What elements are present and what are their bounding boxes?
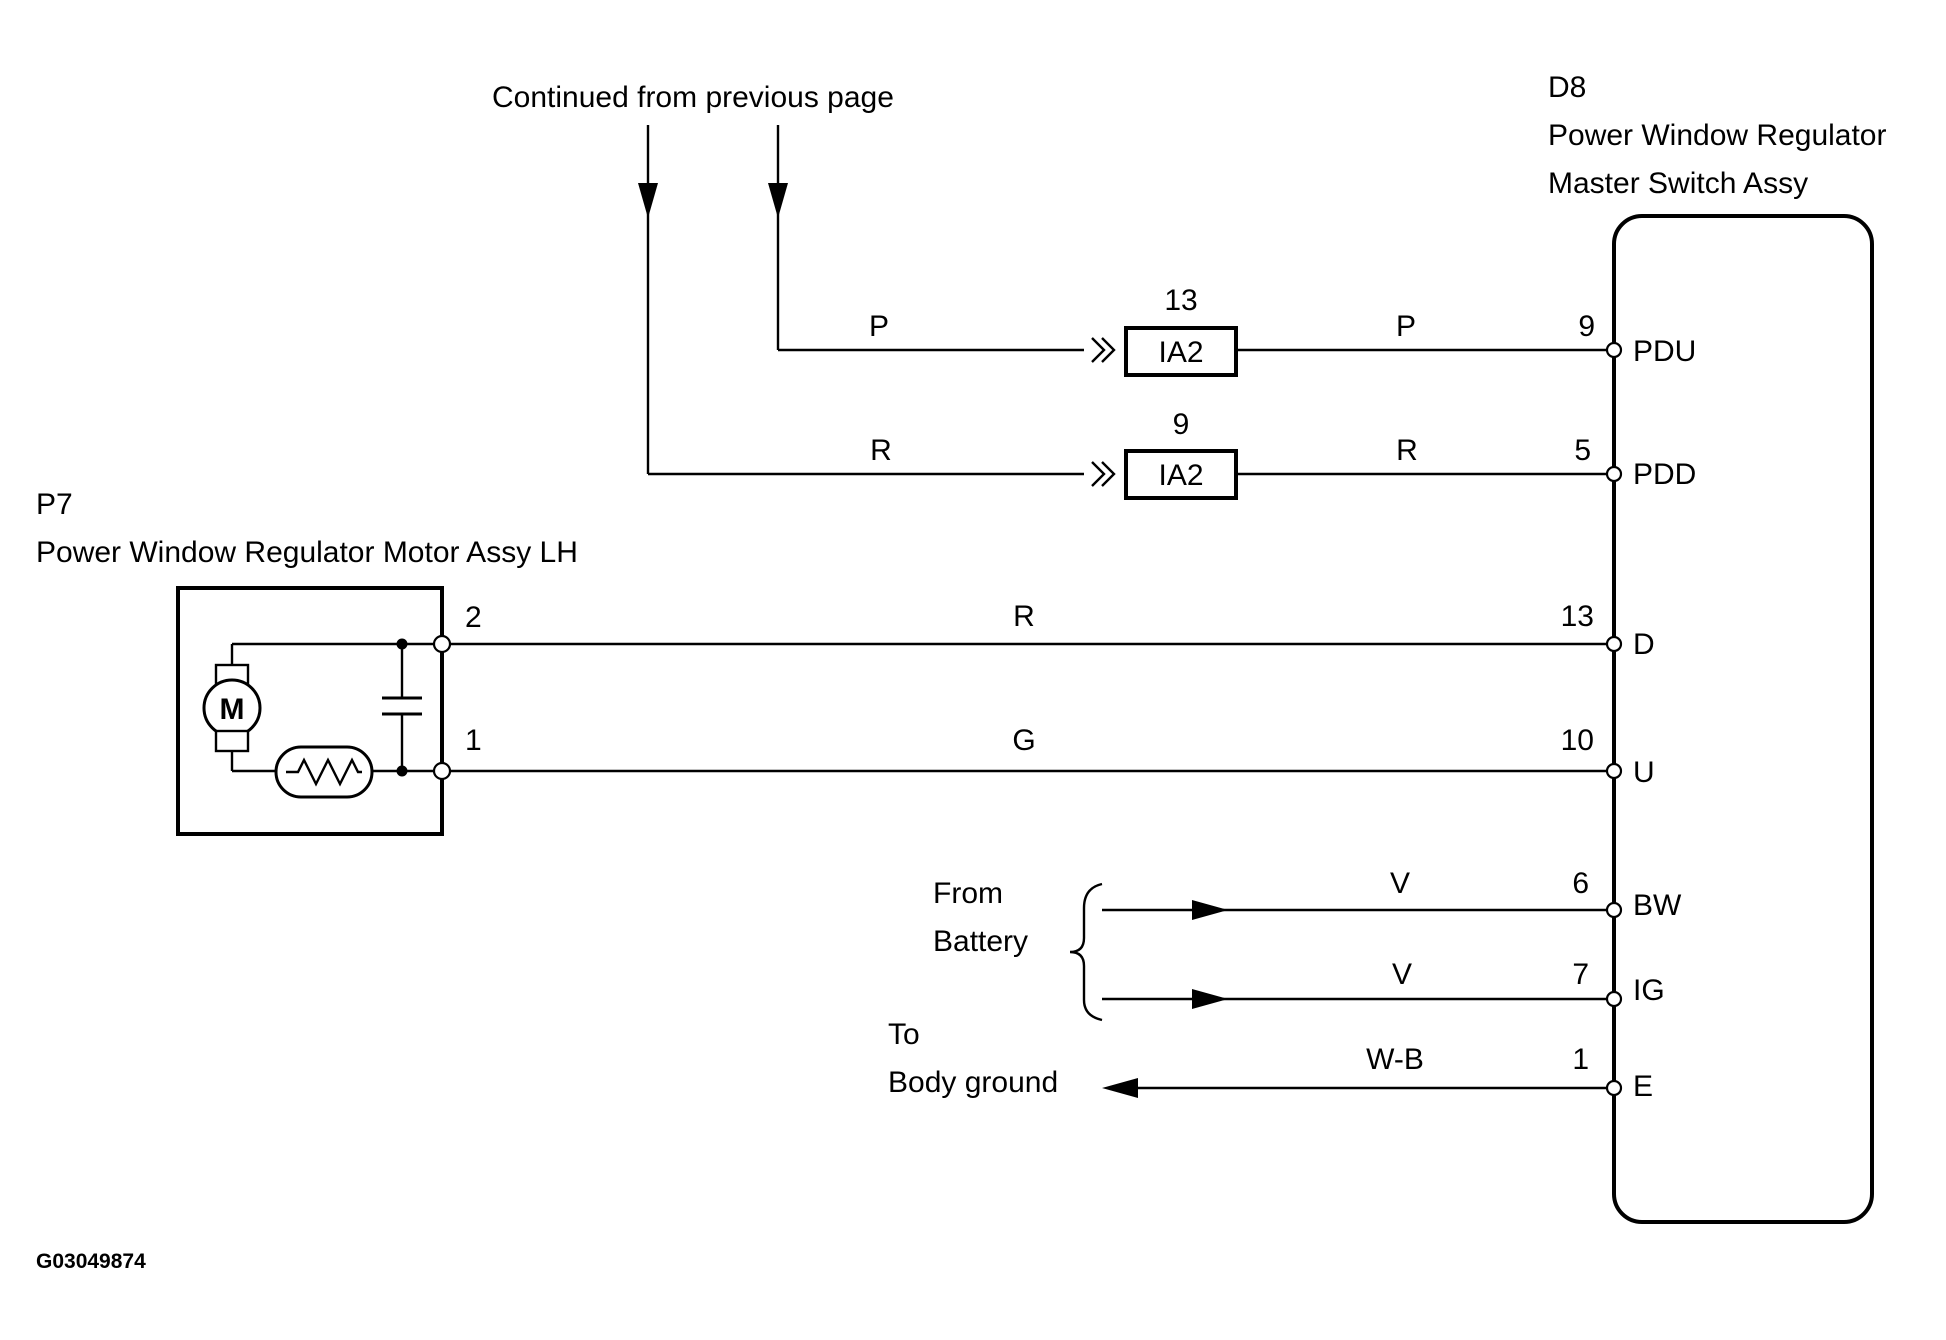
d-terminal-name: D [1633, 628, 1655, 661]
connector-chevron-icon [1091, 461, 1106, 487]
brace-icon [1069, 882, 1103, 1022]
master-switch-name-line1: Power Window Regulator [1548, 119, 1886, 152]
motor-pin-2-label: 2 [465, 601, 482, 634]
motor-pin-1-label: 1 [465, 724, 482, 757]
junction-dot [396, 765, 408, 777]
junction-dot [396, 638, 408, 650]
figure-code: G03049874 [36, 1250, 146, 1273]
d-pin-number: 13 [1561, 600, 1594, 633]
e-wire-color: W-B [1366, 1043, 1424, 1076]
continued-label: Continued from previous page [492, 81, 894, 114]
connector-pin-number: 9 [1173, 408, 1190, 441]
motor-assembly-box [176, 586, 444, 836]
to-ground-line2: Body ground [888, 1066, 1058, 1099]
right-arrow-icon [1192, 989, 1228, 1009]
ig-pin-number: 7 [1572, 958, 1589, 991]
to-ground-line1: To [888, 1018, 920, 1051]
motor-pin-2-terminal [432, 634, 452, 654]
down-arrow-icon [638, 183, 658, 218]
pdu-wire-color-left: P [869, 310, 889, 343]
master-switch-body [1612, 214, 1874, 1224]
u-pin-number: 10 [1561, 724, 1594, 757]
ig-terminal [1605, 990, 1623, 1008]
pdu-pin-number: 9 [1578, 310, 1595, 343]
e-terminal-name: E [1633, 1070, 1653, 1103]
d-wire-color: R [1013, 600, 1035, 633]
left-arrow-icon [1102, 1078, 1138, 1098]
pdu-terminal-name: PDU [1633, 335, 1696, 368]
u-terminal [1605, 762, 1623, 780]
pdd-wire-color-right: R [1396, 434, 1418, 467]
pdd-terminal [1605, 465, 1623, 483]
from-battery-line1: From [933, 877, 1003, 910]
bw-wire-color: V [1390, 867, 1410, 900]
right-arrow-icon [1192, 900, 1228, 920]
connector-ia2-label: IA2 [1158, 459, 1203, 492]
motor-code: P7 [36, 488, 73, 521]
connector-chevron-icon [1091, 337, 1106, 363]
bw-terminal [1605, 901, 1623, 919]
d-terminal [1605, 635, 1623, 653]
u-terminal-name: U [1633, 756, 1655, 789]
from-battery-line2: Battery [933, 925, 1028, 958]
motor-brush-bottom [214, 729, 250, 753]
motor-symbol: M [220, 693, 245, 726]
connector-ia2-box [1124, 326, 1238, 377]
connector-pin-number: 13 [1164, 284, 1197, 317]
master-switch-name-line2: Master Switch Assy [1548, 167, 1808, 200]
pdu-terminal [1605, 341, 1623, 359]
pdu-wire-color-right: P [1396, 310, 1416, 343]
u-wire-color: G [1012, 724, 1035, 757]
pdd-wire-color-left: R [870, 434, 892, 467]
e-terminal [1605, 1079, 1623, 1097]
resistor-zigzag-icon [286, 757, 362, 787]
connector-chevron-icon [1101, 337, 1116, 363]
motor-name: Power Window Regulator Motor Assy LH [36, 536, 578, 569]
pdd-terminal-name: PDD [1633, 458, 1696, 491]
e-pin-number: 1 [1572, 1043, 1589, 1076]
ig-terminal-name: IG [1633, 974, 1665, 1007]
bw-terminal-name: BW [1633, 889, 1682, 922]
down-arrow-icon [768, 183, 788, 218]
bw-pin-number: 6 [1572, 867, 1589, 900]
pdd-pin-number: 5 [1574, 434, 1591, 467]
connector-chevron-icon [1101, 461, 1116, 487]
master-switch-code: D8 [1548, 71, 1586, 104]
motor-pin-1-terminal [432, 761, 452, 781]
ig-wire-color: V [1392, 958, 1412, 991]
connector-ia2-label: IA2 [1158, 336, 1203, 369]
